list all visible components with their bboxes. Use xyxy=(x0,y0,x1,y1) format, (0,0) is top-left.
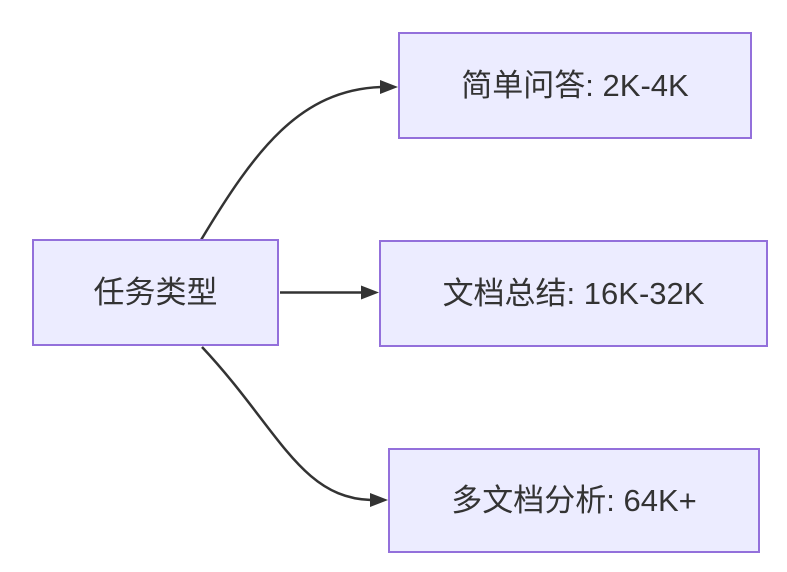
node-doc-summary-label: 文档总结: 16K-32K xyxy=(442,276,705,311)
node-simple-qa: 简单问答: 2K-4K xyxy=(398,32,752,139)
node-multi-doc-analysis: 多文档分析: 64K+ xyxy=(388,448,760,553)
edge-root-to-multi xyxy=(201,346,388,507)
node-multi-doc-analysis-label: 多文档分析: 64K+ xyxy=(451,483,697,518)
arrowhead-icon xyxy=(380,80,398,94)
arrowhead-icon xyxy=(361,285,379,300)
node-simple-qa-label: 简单问答: 2K-4K xyxy=(461,68,689,103)
edge-root-to-simple xyxy=(199,80,398,241)
node-doc-summary: 文档总结: 16K-32K xyxy=(379,240,768,347)
node-task-type-label: 任务类型 xyxy=(93,275,218,310)
edge-root-to-summary xyxy=(280,285,379,300)
arrowhead-icon xyxy=(370,493,388,507)
node-task-type: 任务类型 xyxy=(32,239,279,346)
